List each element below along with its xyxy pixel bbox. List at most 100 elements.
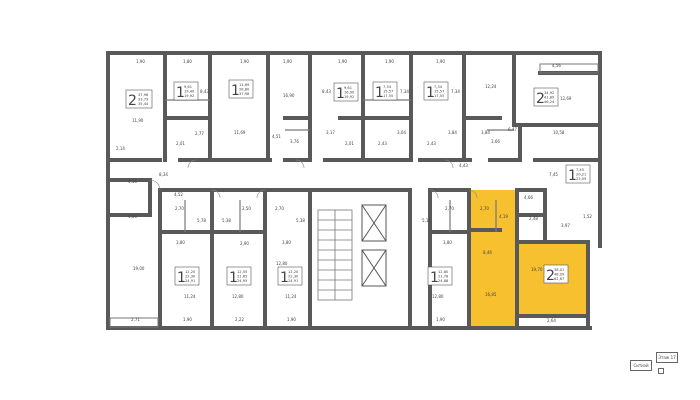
apartment-badge[interactable]: 1 9,61 16,90 19,92 bbox=[333, 82, 359, 102]
room-label: 10,58 bbox=[553, 130, 565, 135]
balconies bbox=[109, 63, 599, 328]
apartment-rooms: 1 bbox=[430, 270, 439, 286]
room-label: 2,64 bbox=[547, 318, 556, 323]
apartment-badge[interactable]: 1 7,45 20,21 23,05 bbox=[565, 164, 591, 184]
apartment-rooms: 2 bbox=[536, 91, 545, 107]
apartment-area: 7,34 bbox=[383, 85, 392, 89]
legend-marker bbox=[658, 368, 664, 374]
room-label: 2,70 bbox=[480, 206, 489, 211]
room-label: 12,69 bbox=[560, 96, 572, 101]
apartment-area: 37,96 bbox=[138, 93, 149, 97]
apartment-rooms: 1 bbox=[176, 85, 185, 101]
apartment-area: 62,67 bbox=[554, 277, 564, 281]
room-label: 8,43 bbox=[200, 89, 209, 94]
room-label: 5,38 bbox=[222, 218, 231, 223]
apartment-badge[interactable]: 1 12,20 22,30 24,91 bbox=[174, 266, 200, 286]
room-label: 7,34 bbox=[400, 89, 409, 94]
room-label: 1,52 bbox=[583, 214, 592, 219]
apartment-rooms: 1 bbox=[568, 168, 577, 184]
room-label: 11,24 bbox=[184, 294, 196, 299]
apartment-badges[interactable]: 2 37,96 33,79 35,44 1 9,61 19,40 19,92 1… bbox=[125, 79, 591, 286]
room-label: 12,24 bbox=[485, 84, 497, 89]
room-label: 2,48 bbox=[529, 216, 538, 221]
apartment-badge-frame bbox=[277, 266, 303, 286]
apartment-area: 19,92 bbox=[344, 95, 354, 99]
room-label: 1,90 bbox=[385, 59, 394, 64]
apartment-badge[interactable]: 1 12,20 22,30 24,91 bbox=[277, 266, 303, 286]
apartment-area: 12,20 bbox=[288, 270, 299, 274]
room-label: 2,22 bbox=[235, 317, 244, 322]
room-label: 1,90 bbox=[436, 59, 445, 64]
apartment-area: 15,57 bbox=[383, 90, 393, 94]
room-label: 2,43 bbox=[378, 141, 387, 146]
room-label: 2,70 bbox=[445, 206, 454, 211]
apartment-badge-frame bbox=[333, 82, 359, 102]
room-label: 1,90 bbox=[183, 317, 192, 322]
apartment-area: 7,34 bbox=[434, 85, 443, 89]
apartment-area: 7,45 bbox=[576, 168, 584, 172]
room-label: 12,80 bbox=[432, 294, 444, 299]
apartment-badge-frame bbox=[423, 81, 449, 101]
room-label: 3,97 bbox=[561, 223, 570, 228]
highlighted-apartment[interactable] bbox=[469, 190, 589, 330]
apartment-badge[interactable]: 1 11,69 28,80 37,98 bbox=[228, 79, 254, 99]
apartment-badge[interactable]: 1 12,80 21,78 24,88 bbox=[427, 266, 453, 286]
room-labels: 1,90 1,80 1,90 1,90 1,90 1,90 1,90 4,56 … bbox=[116, 59, 592, 323]
apartment-area: 41,89 bbox=[544, 96, 555, 100]
room-label: 1,90 bbox=[436, 317, 445, 322]
apartment-rooms: 2 bbox=[546, 268, 555, 284]
apartment-area: 9,61 bbox=[344, 86, 352, 90]
apartment-badge[interactable]: 2 37,96 33,79 35,44 bbox=[125, 89, 153, 109]
elevators bbox=[361, 204, 387, 287]
apartment-badge-frame bbox=[125, 89, 153, 109]
apartment-badge-frame bbox=[173, 81, 199, 101]
apartment-badge-frame bbox=[427, 266, 453, 286]
apartment-area: 22,30 bbox=[288, 275, 299, 279]
room-label: 8,46 bbox=[483, 250, 492, 255]
legend-right: Этаж 17 bbox=[656, 352, 678, 363]
apartment-area: 24,95 bbox=[237, 279, 247, 283]
room-label: 12,80 bbox=[276, 261, 288, 266]
apartment-area: 21,78 bbox=[438, 275, 449, 279]
apartment-area: 23,05 bbox=[576, 177, 586, 181]
apartment-badge[interactable]: 1 9,61 19,40 19,92 bbox=[173, 81, 199, 101]
apartment-badge[interactable]: 1 7,34 15,57 17,55 bbox=[372, 81, 398, 101]
apartment-area: 21,65 bbox=[237, 275, 247, 279]
room-label: 3,80 bbox=[282, 240, 291, 245]
apartment-area: 46,24 bbox=[544, 100, 555, 104]
legend-right-label: Этаж 17 bbox=[658, 355, 676, 360]
room-label: 2,14 bbox=[116, 146, 125, 151]
legend-left: Ситиэй bbox=[630, 360, 652, 371]
apartment-area: 35,44 bbox=[138, 102, 149, 106]
apartment-area: 16,90 bbox=[344, 91, 355, 95]
room-label: 16,90 bbox=[283, 93, 295, 98]
room-label: 2,01 bbox=[176, 141, 185, 146]
apartment-area: 34,92 bbox=[544, 91, 554, 95]
room-label: 1,90 bbox=[287, 317, 296, 322]
room-label: 19,70 bbox=[531, 267, 543, 272]
apartment-rooms: 1 bbox=[177, 270, 186, 286]
apartment-area: 19,40 bbox=[184, 90, 195, 94]
room-label: 1,90 bbox=[136, 59, 145, 64]
room-label: 2,90 bbox=[240, 241, 249, 246]
room-label: 4,51 bbox=[272, 134, 281, 139]
room-label: 11,69 bbox=[234, 130, 246, 135]
room-label: 8,34 bbox=[159, 172, 168, 177]
room-label: 3,66 bbox=[491, 139, 500, 144]
apartment-rooms: 1 bbox=[231, 83, 240, 99]
apartment-badge[interactable]: 2 38,01 48,09 62,67 bbox=[543, 264, 569, 284]
room-label: 7,34 bbox=[451, 89, 460, 94]
apartment-area: 9,61 bbox=[184, 85, 192, 89]
apartment-area: 37,98 bbox=[239, 92, 250, 96]
apartment-rooms: 2 bbox=[128, 93, 137, 109]
apartment-badge[interactable]: 1 12,55 21,65 24,95 bbox=[226, 266, 252, 286]
doors bbox=[149, 159, 478, 199]
apartment-badge[interactable]: 1 7,34 15,57 17,55 bbox=[423, 81, 449, 101]
room-label: 4,52 bbox=[174, 192, 183, 197]
apartment-badge[interactable]: 2 34,92 41,89 46,24 bbox=[533, 87, 559, 107]
apartment-area: 24,91 bbox=[288, 279, 298, 283]
room-label: 5,78 bbox=[197, 218, 206, 223]
room-label: 5,12 bbox=[422, 218, 431, 223]
highlighted-apartment-area[interactable] bbox=[469, 190, 517, 330]
